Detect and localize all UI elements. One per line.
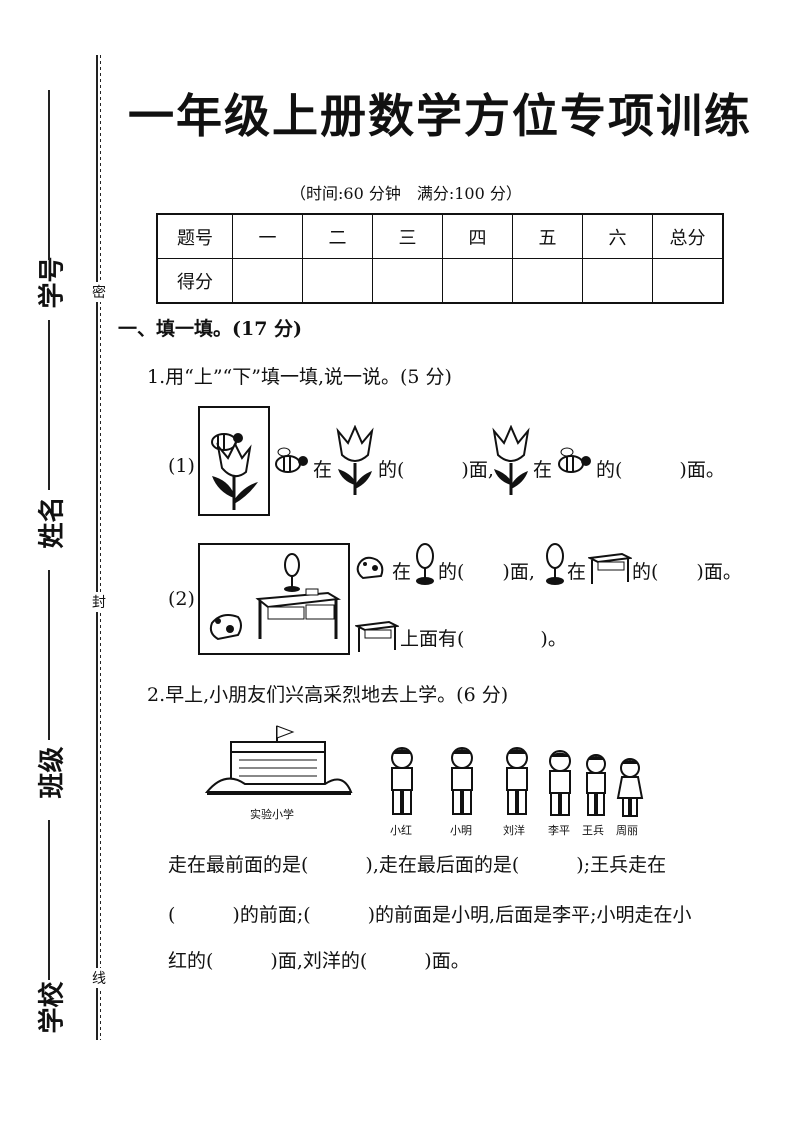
seal-mi: 密	[92, 282, 106, 302]
lamp-icon	[416, 543, 434, 585]
name-line	[48, 320, 50, 490]
score-input-cell[interactable]	[652, 258, 724, 304]
tulip-icon	[492, 425, 530, 495]
kid-name: 小明	[450, 824, 472, 837]
kid-figure-xiaohong	[391, 747, 413, 815]
bee-icon	[558, 447, 591, 473]
kid-figure-xiaoming	[451, 747, 473, 815]
part-2-label: (2)	[168, 588, 195, 610]
seal-feng: 封	[92, 592, 106, 612]
school-label: 学校	[37, 981, 68, 1034]
part-2-text-b: 的( )面,	[438, 561, 535, 583]
tulip-icon	[336, 425, 374, 495]
section-1-heading: 一、填一填。(17 分)	[118, 318, 303, 340]
part-1-text-d: 的( )面。	[596, 459, 725, 481]
part-2-text-e: 上面有( )。	[400, 628, 567, 650]
kid-figure-wangbing	[586, 754, 606, 816]
name-label: 姓名	[37, 496, 68, 549]
desk-icon	[588, 552, 632, 584]
score-table: 题号 一 二 三 四 五 六 总分 得分	[156, 213, 724, 304]
bee-icon	[275, 447, 308, 473]
class-label: 班级	[37, 746, 68, 799]
kid-figure-liping	[549, 750, 571, 816]
score-cell: 六	[582, 213, 653, 259]
kid-figure-liuyang	[506, 747, 528, 815]
school-sign: 实验小学	[250, 808, 294, 821]
student-id-label: 学号	[37, 256, 68, 309]
kid-name: 李平	[548, 824, 570, 837]
bee-above-tulip-picture	[198, 406, 270, 516]
score-cell: 得分	[156, 258, 233, 304]
part-1-text-b: 的( )面,	[378, 459, 494, 481]
score-cell: 二	[302, 213, 373, 259]
kid-name: 刘洋	[503, 824, 525, 837]
part-1-text-a: 在	[313, 459, 333, 481]
dog-icon	[356, 556, 384, 580]
desk-icon	[355, 620, 399, 652]
score-table-header-row: 题号 一 二 三 四 五 六 总分	[156, 213, 724, 259]
score-cell: 四	[442, 213, 513, 259]
score-cell: 总分	[652, 213, 724, 259]
score-cell: 三	[372, 213, 443, 259]
part-2-text-a: 在	[392, 561, 412, 583]
score-cell: 一	[232, 213, 303, 259]
question-2-line-1: 走在最前面的是( ),走在最后面的是( );王兵走在	[168, 854, 667, 876]
question-2-line-2: ( )的前面;( )的前面是小明,后面是李平;小明走在小	[168, 904, 692, 926]
question-2-prompt: 2.早上,小朋友们兴高采烈地去上学。(6 分)	[147, 684, 509, 706]
kid-name: 王兵	[582, 824, 604, 837]
desk-lamp-dog-picture	[198, 543, 350, 655]
score-input-cell[interactable]	[372, 258, 443, 304]
page-title: 一年级上册数学方位专项训练	[128, 89, 752, 143]
school-building-picture	[205, 725, 353, 795]
seal-xian: 线	[92, 968, 106, 988]
school-line	[48, 820, 50, 980]
part-2-text-c: 在	[567, 561, 587, 583]
kid-name: 小红	[390, 824, 412, 837]
score-input-cell[interactable]	[442, 258, 513, 304]
score-input-cell[interactable]	[302, 258, 373, 304]
student-id-line	[48, 90, 50, 260]
binding-dashed-line	[100, 55, 101, 1040]
score-input-cell[interactable]	[232, 258, 303, 304]
lamp-icon	[546, 543, 564, 585]
score-input-cell[interactable]	[582, 258, 653, 304]
kid-figure-zhouli	[616, 758, 644, 817]
part-2-text-d: 的( )面。	[632, 561, 742, 583]
class-line	[48, 570, 50, 740]
kid-name: 周丽	[616, 824, 638, 837]
question-2-line-3: 红的( )面,刘洋的( )面。	[168, 950, 470, 972]
part-1-text-c: 在	[533, 459, 553, 481]
score-input-cell[interactable]	[512, 258, 583, 304]
score-cell: 五	[512, 213, 583, 259]
part-1-label: (1)	[168, 455, 195, 477]
score-cell: 题号	[156, 213, 233, 259]
exam-info: （时间:60 分钟 满分:100 分）	[290, 184, 522, 203]
binding-line	[96, 55, 98, 1040]
score-table-score-row: 得分	[156, 258, 724, 304]
question-1-prompt: 1.用“上”“下”填一填,说一说。(5 分)	[147, 366, 452, 388]
